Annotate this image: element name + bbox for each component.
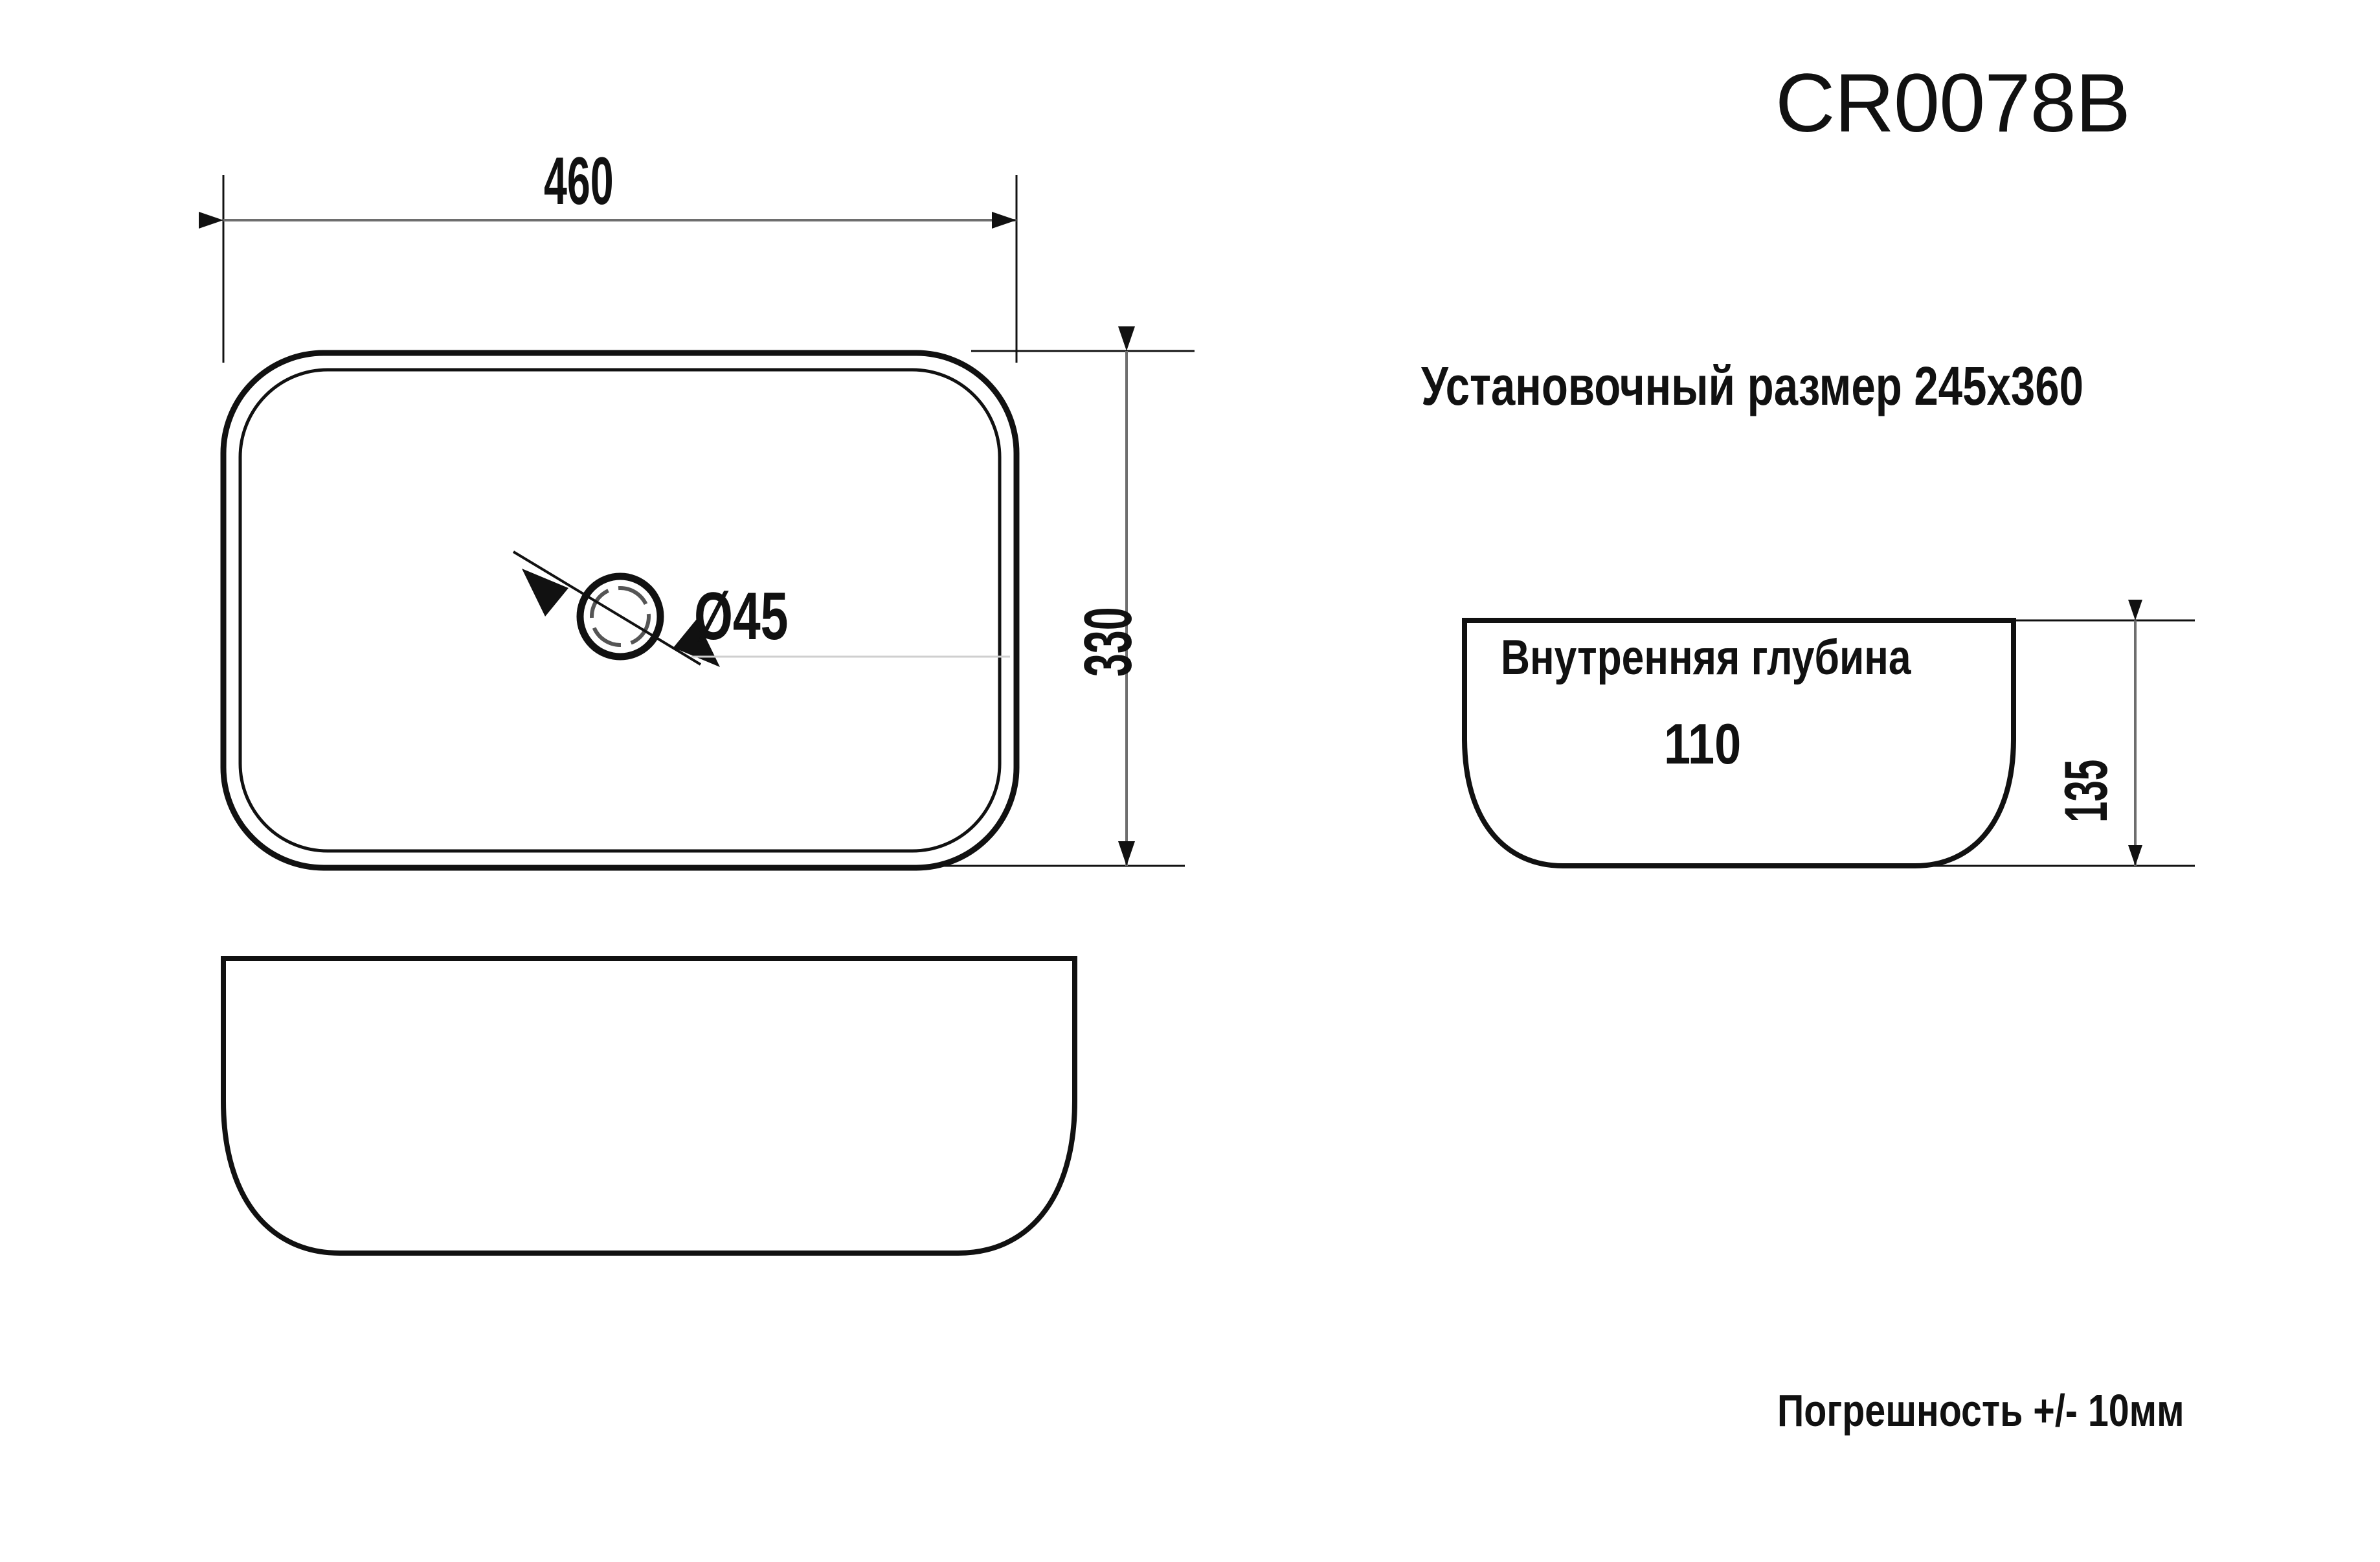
inner-depth-value: 110 (1664, 712, 1742, 776)
installation-size-note: Установочный размер 245x360 (1421, 356, 2084, 416)
dimension-135 (1916, 600, 2195, 867)
drain-hole-dimension-leader (512, 550, 1010, 667)
hole-leader-line (512, 550, 702, 666)
drain-hole-outer-circle (576, 572, 664, 661)
dimension-label-height: 135 (2052, 759, 2120, 822)
dimension-460 (199, 175, 1018, 363)
tolerance-note: Погрешность +/- 10мм (1777, 1385, 2184, 1436)
inner-depth-label: Внутренняя глубина (1501, 630, 1911, 685)
front-view-outline (221, 956, 1077, 1256)
drain-hole-inner-circle (590, 586, 651, 647)
side-view-body (1462, 618, 2016, 868)
basin-inner-rim (238, 368, 1002, 853)
dimension-330 (926, 326, 1195, 867)
basin-outer-edge (220, 350, 1020, 871)
drain-hole-group (576, 572, 664, 661)
hole-arrow-lower (673, 619, 720, 667)
top-view-outline (220, 350, 1020, 871)
dimension-label-drain-hole: Ø45 (694, 579, 789, 654)
dimension-label-depth: 330 (1071, 607, 1146, 677)
page-title: CR0078B (1775, 57, 2131, 150)
side-view-outline (1462, 618, 2016, 868)
hole-arrow-upper (522, 569, 568, 617)
front-view-body (221, 956, 1077, 1256)
dimension-label-width: 460 (544, 144, 614, 219)
